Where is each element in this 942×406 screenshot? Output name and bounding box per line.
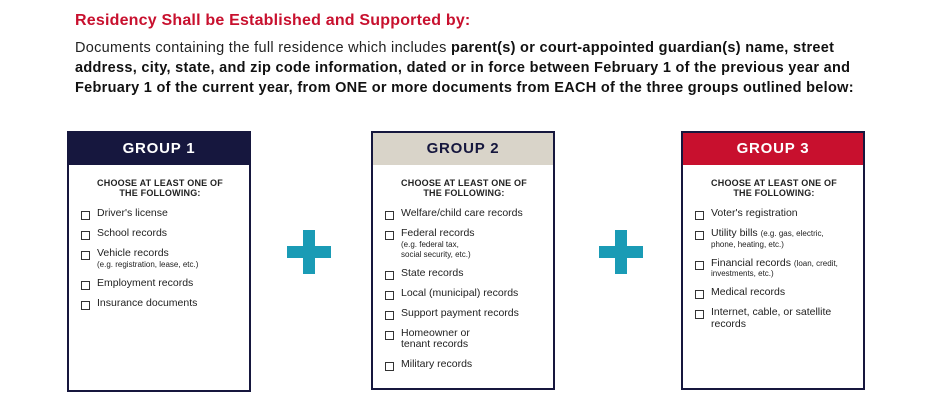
item-label: State records bbox=[401, 266, 464, 279]
checklist-item[interactable]: Employment records bbox=[81, 276, 239, 290]
instruction-line: CHOOSE AT LEAST ONE OF bbox=[711, 178, 837, 188]
checklist-item[interactable]: Federal records (e.g. federal tax, socia… bbox=[385, 227, 543, 260]
checklist-item[interactable]: Insurance documents bbox=[81, 296, 239, 310]
checkbox[interactable] bbox=[81, 251, 90, 260]
item-label: Medical records bbox=[711, 286, 786, 298]
checklist-item[interactable]: Local (municipal) records bbox=[385, 286, 543, 300]
checklist-item[interactable]: Financial records (loan, credit, investm… bbox=[695, 256, 853, 280]
group-3-header: GROUP 3 bbox=[683, 133, 863, 165]
item-label: Welfare/child care records bbox=[401, 207, 523, 219]
item-note: (e.g. federal tax, bbox=[401, 239, 459, 249]
checkbox[interactable] bbox=[385, 231, 394, 240]
checkbox[interactable] bbox=[385, 361, 394, 371]
checkbox[interactable] bbox=[385, 330, 394, 340]
group-3-instruction: CHOOSE AT LEAST ONE OF THE FOLLOWING: bbox=[695, 178, 853, 198]
group-2-instruction: CHOOSE AT LEAST ONE OF THE FOLLOWING: bbox=[385, 178, 543, 198]
checkbox[interactable] bbox=[695, 211, 704, 220]
checkbox[interactable] bbox=[385, 290, 394, 300]
checklist-item[interactable]: Vehicle records (e.g. registration, leas… bbox=[81, 247, 239, 270]
item-label-text: Financial records bbox=[711, 256, 791, 269]
checklist-item[interactable]: Military records bbox=[385, 357, 543, 371]
checklist-item[interactable]: Support payment records bbox=[385, 306, 543, 320]
intro-paragraph: Documents containing the full residence … bbox=[75, 38, 885, 98]
item-note-inline: (loan, credit, bbox=[793, 258, 838, 268]
item-note: (e.g. registration, lease, etc.) bbox=[97, 259, 199, 269]
item-label: Employment records bbox=[97, 276, 194, 289]
instruction-line: THE FOLLOWING: bbox=[733, 188, 815, 198]
checklist-item[interactable]: Driver's license bbox=[81, 207, 239, 220]
checkbox[interactable] bbox=[81, 231, 90, 240]
item-label-text: tenant records bbox=[401, 338, 469, 350]
item-label-text: Internet, cable, or satellite bbox=[711, 306, 832, 318]
item-label: Vehicle records (e.g. registration, leas… bbox=[97, 247, 199, 270]
item-label-text: Utility bills bbox=[711, 227, 758, 239]
checklist-item[interactable]: State records bbox=[385, 266, 543, 280]
checklist-item[interactable]: Voter's registration bbox=[695, 207, 853, 220]
item-label: Homeowner or tenant records bbox=[401, 326, 470, 351]
item-note: social security, etc.) bbox=[401, 249, 471, 259]
item-label: Driver's license bbox=[97, 207, 168, 219]
checklist-item[interactable]: Internet, cable, or satellite records bbox=[695, 306, 853, 330]
checkbox[interactable] bbox=[385, 211, 394, 220]
item-label-text: Vehicle records bbox=[97, 247, 169, 259]
item-label: School records bbox=[97, 227, 168, 239]
instruction-line: THE FOLLOWING: bbox=[119, 188, 201, 198]
intro-plain-text: Documents containing the full residence … bbox=[75, 40, 451, 56]
group-2-box: GROUP 2 CHOOSE AT LEAST ONE OF THE FOLLO… bbox=[371, 131, 555, 390]
plus-icon bbox=[599, 230, 643, 274]
instruction-line: THE FOLLOWING: bbox=[423, 188, 505, 198]
item-label-text: Homeowner or bbox=[401, 326, 470, 339]
instruction-line: CHOOSE AT LEAST ONE OF bbox=[97, 178, 223, 188]
item-label: Support payment records bbox=[401, 306, 519, 319]
checkbox[interactable] bbox=[81, 280, 90, 290]
checkbox[interactable] bbox=[695, 260, 704, 270]
item-label-text: records bbox=[711, 317, 747, 330]
page-heading: Residency Shall be Established and Suppo… bbox=[75, 12, 471, 29]
group-1-instruction: CHOOSE AT LEAST ONE OF THE FOLLOWING: bbox=[81, 178, 239, 198]
item-label: Utility bills (e.g. gas, electric, phone… bbox=[711, 227, 824, 250]
checkbox[interactable] bbox=[695, 310, 704, 319]
item-label: Federal records (e.g. federal tax, socia… bbox=[401, 227, 475, 260]
group-3-box: GROUP 3 CHOOSE AT LEAST ONE OF THE FOLLO… bbox=[681, 131, 865, 390]
item-note: investments, etc.) bbox=[711, 269, 774, 278]
item-label: Military records bbox=[401, 357, 473, 370]
instruction-line: CHOOSE AT LEAST ONE OF bbox=[401, 178, 527, 188]
plus-icon bbox=[287, 230, 331, 274]
item-label: Internet, cable, or satellite records bbox=[711, 306, 832, 330]
checkbox[interactable] bbox=[385, 310, 394, 320]
item-label: Voter's registration bbox=[711, 207, 798, 219]
checklist-item[interactable]: Utility bills (e.g. gas, electric, phone… bbox=[695, 227, 853, 250]
checklist-item[interactable]: Medical records bbox=[695, 286, 853, 299]
group-1-box: GROUP 1 CHOOSE AT LEAST ONE OF THE FOLLO… bbox=[67, 131, 251, 392]
item-label: Local (municipal) records bbox=[401, 286, 519, 299]
item-label: Insurance documents bbox=[97, 296, 198, 309]
checkbox[interactable] bbox=[81, 211, 90, 220]
item-note: phone, heating, etc.) bbox=[711, 239, 784, 249]
checkbox[interactable] bbox=[695, 290, 704, 299]
item-label-text: Federal records bbox=[401, 227, 475, 239]
checkbox[interactable] bbox=[81, 300, 90, 310]
checklist-item[interactable]: School records bbox=[81, 227, 239, 240]
checkbox[interactable] bbox=[695, 231, 704, 240]
checklist-item[interactable]: Homeowner or tenant records bbox=[385, 326, 543, 351]
item-note-inline: (e.g. gas, electric, bbox=[760, 229, 824, 238]
intro-bold-text: parent(s) or court-appointed guardian(s)… bbox=[75, 40, 854, 96]
item-label: Financial records (loan, credit, investm… bbox=[711, 256, 838, 280]
checkbox[interactable] bbox=[385, 270, 394, 280]
group-2-header: GROUP 2 bbox=[373, 133, 553, 165]
group-1-header: GROUP 1 bbox=[69, 133, 249, 165]
checklist-item[interactable]: Welfare/child care records bbox=[385, 207, 543, 220]
